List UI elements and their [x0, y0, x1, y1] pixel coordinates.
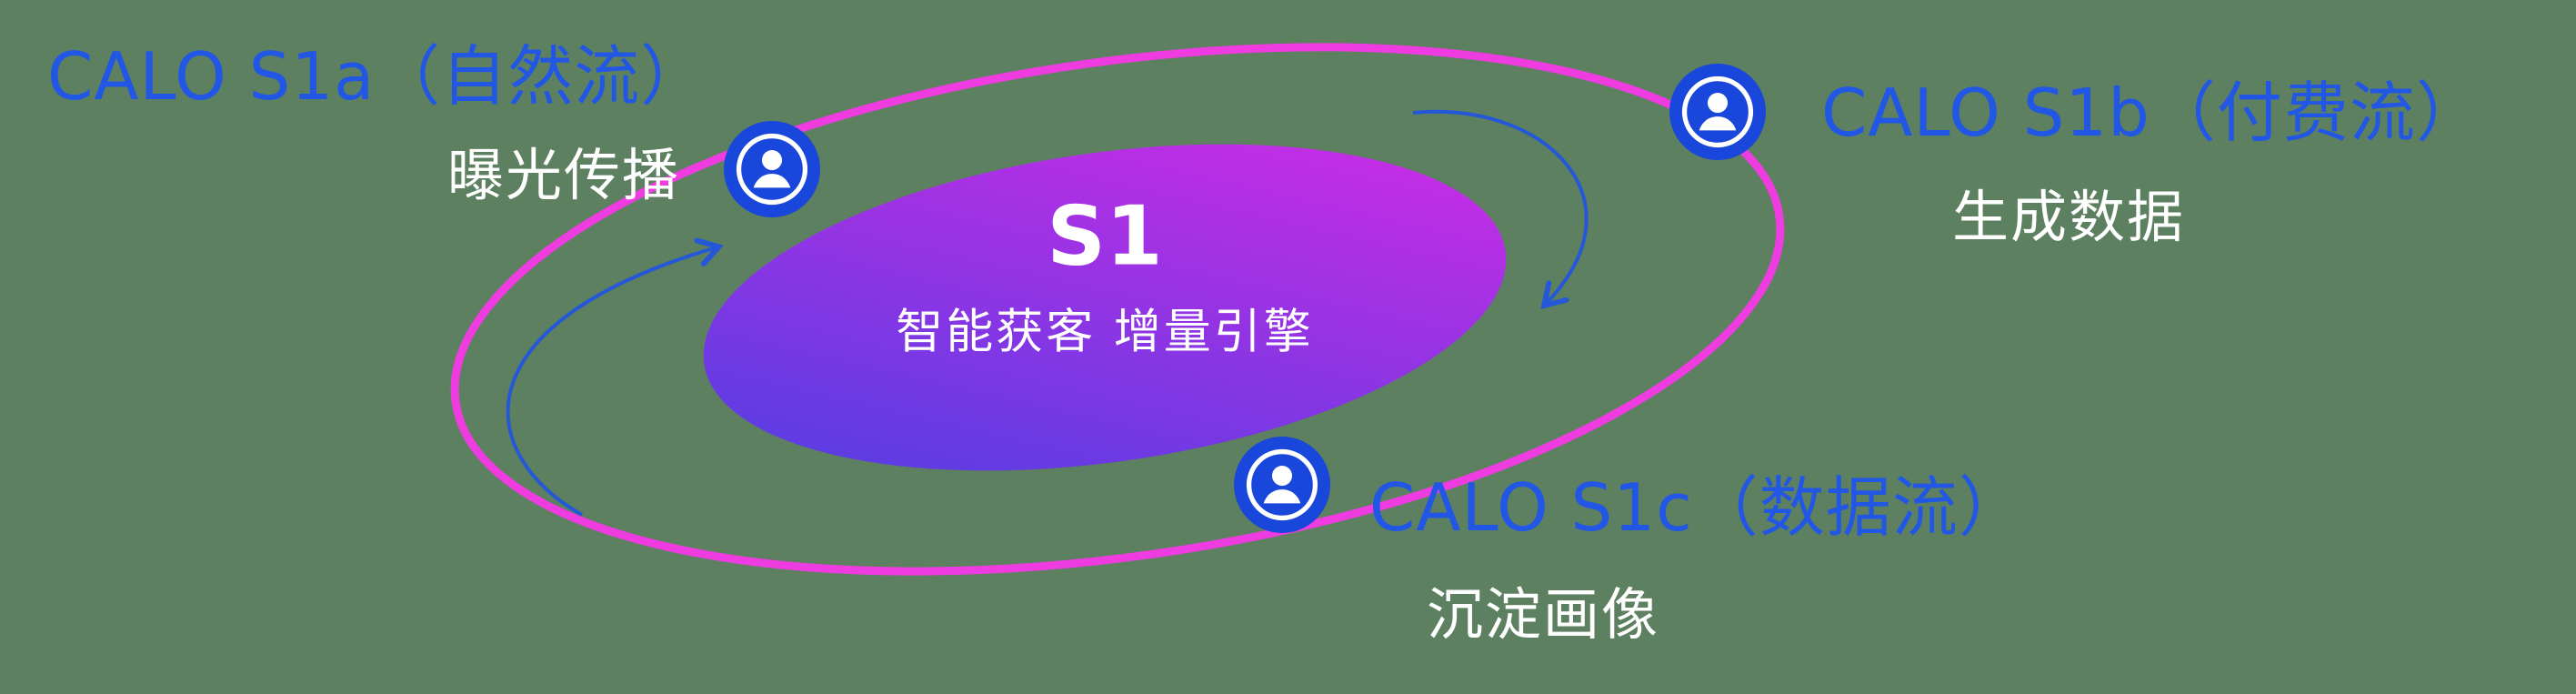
flow-arrow-left	[506, 247, 717, 517]
core-ellipse	[703, 144, 1507, 471]
core-label-group: S1 智能获客 增量引擎	[896, 194, 1314, 361]
node-subtitle-s1c: 沉淀画像	[1427, 581, 1660, 648]
core-title: S1	[1047, 188, 1163, 285]
node-subtitle-s1a: 曝光传播	[447, 142, 681, 208]
orbit-ellipse	[450, 43, 1785, 576]
core-subtitle: 智能获客 增量引擎	[896, 304, 1314, 359]
user-circle-icon-s1a	[724, 121, 820, 217]
user-circle-icon-s1c	[1234, 437, 1330, 533]
node-title-s1c: CALO S1c（数据流）	[1369, 469, 2025, 546]
node-subtitle-s1b: 生成数据	[1952, 184, 2186, 250]
flow-arrow-right	[1412, 109, 1589, 304]
user-circle-icon-s1b	[1669, 64, 1766, 160]
node-title-s1a: CALO S1a（自然流）	[47, 38, 707, 115]
node-title-s1b: CALO S1b（付费流）	[1821, 75, 2482, 151]
